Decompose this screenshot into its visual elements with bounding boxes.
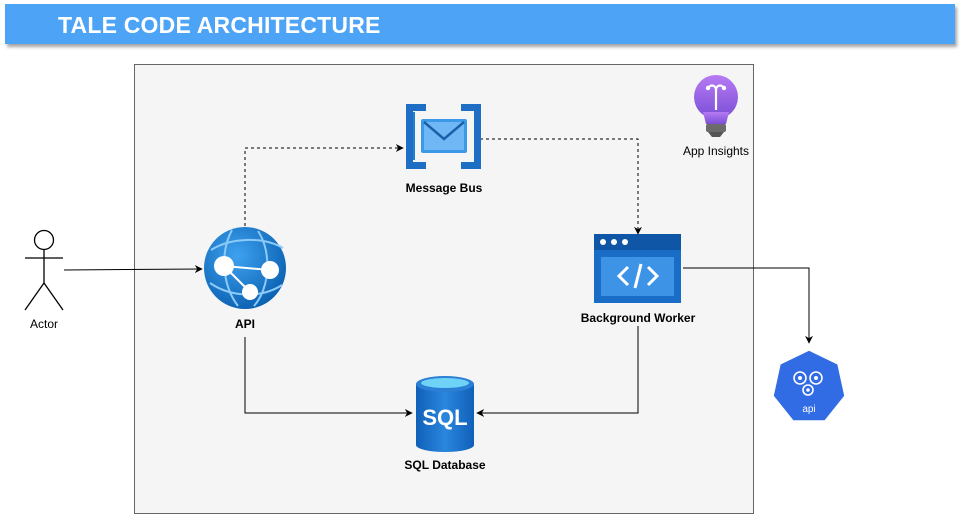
- api-label: API: [234, 317, 256, 331]
- edge-worker-to-k8s-api: [683, 267, 813, 344]
- connectors: [63, 138, 813, 417]
- edge-actor-to-api: [63, 265, 203, 274]
- api-app-service-icon: [204, 227, 286, 309]
- actor-icon: [24, 229, 64, 311]
- sql-database-label: SQL Database: [404, 458, 486, 472]
- edge-worker-to-sql: [476, 326, 639, 417]
- k8s-api-icon: api: [772, 349, 846, 422]
- title-banner: TALE CODE ARCHITECTURE: [5, 4, 955, 44]
- actor-label: Actor: [29, 317, 59, 331]
- message-bus-icon: [406, 104, 481, 169]
- sql-icon-text: SQL: [422, 405, 467, 430]
- message-bus-label: Message Bus: [405, 181, 483, 195]
- app-insights-icon: [694, 75, 738, 137]
- edge-api-to-message-bus: [244, 144, 404, 226]
- app-insights-label: App Insights: [682, 144, 750, 158]
- background-worker-icon: [594, 234, 681, 303]
- diagram-title: TALE CODE ARCHITECTURE: [58, 12, 381, 38]
- k8s-api-icon-text: api: [802, 404, 815, 415]
- background-worker-label: Background Worker: [580, 311, 696, 325]
- sql-database-icon: SQL: [416, 376, 474, 452]
- edge-message-bus-to-worker: [480, 138, 642, 235]
- edge-api-to-sql: [244, 337, 413, 417]
